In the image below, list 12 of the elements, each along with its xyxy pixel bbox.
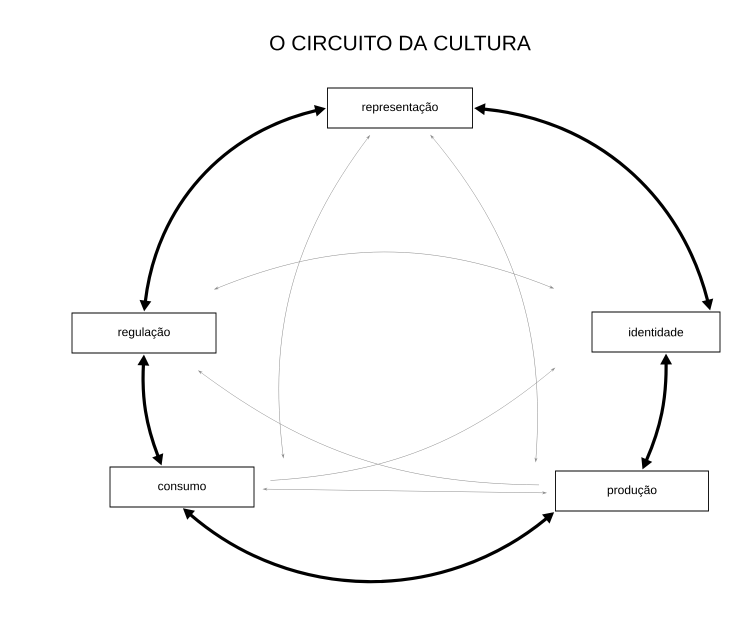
concept-box: regulação (72, 312, 216, 354)
title: O CIRCUITO DA CULTURA (270, 36, 531, 50)
concept-box: consumo (110, 466, 254, 508)
concept-box: produção (555, 470, 709, 512)
concept-box: representação (327, 88, 473, 128)
arrow (263, 488, 546, 494)
arrow (214, 252, 554, 290)
arrow (278, 135, 370, 458)
concept-box: identidade (592, 312, 720, 352)
arrow (430, 135, 538, 462)
arrow (270, 368, 555, 481)
arrow (198, 370, 540, 486)
